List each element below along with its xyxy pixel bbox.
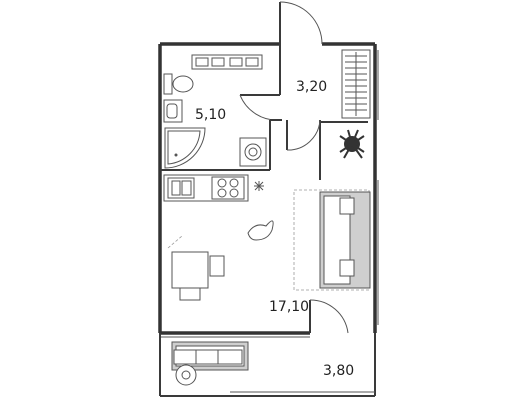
- walls: [158, 42, 379, 397]
- fan-icon: [254, 181, 264, 191]
- sofa-icon: [319, 191, 371, 289]
- toilet-icon: [163, 73, 194, 95]
- wardrobe: [341, 49, 371, 119]
- hallway-area-label: 3,20: [296, 79, 327, 95]
- plant-icon: [339, 129, 365, 159]
- entrance-door: [279, 1, 323, 45]
- sink-icon: [163, 99, 183, 123]
- dining-table-icon: [171, 251, 209, 289]
- bathroom-area-label: 5,10: [195, 107, 226, 123]
- washing-machine-icon: [239, 137, 267, 167]
- shower-icon: [164, 127, 206, 169]
- living-room-area-label: 17,10: [269, 299, 309, 315]
- cat-icon: [247, 220, 274, 241]
- bathroom-door: [239, 94, 282, 121]
- table-round-icon: [175, 364, 197, 386]
- living-furniture: [167, 189, 371, 301]
- kitchen: [163, 174, 264, 202]
- stove-icon: [211, 176, 245, 200]
- hall-door: [286, 119, 321, 151]
- balcony-door: [309, 299, 349, 334]
- kitchen-sink-icon: [167, 177, 195, 199]
- balcony-area-label: 3,80: [323, 363, 354, 379]
- chair-icon: [179, 255, 225, 301]
- bathroom-fixtures: [163, 54, 267, 169]
- balcony-furniture: [171, 341, 249, 386]
